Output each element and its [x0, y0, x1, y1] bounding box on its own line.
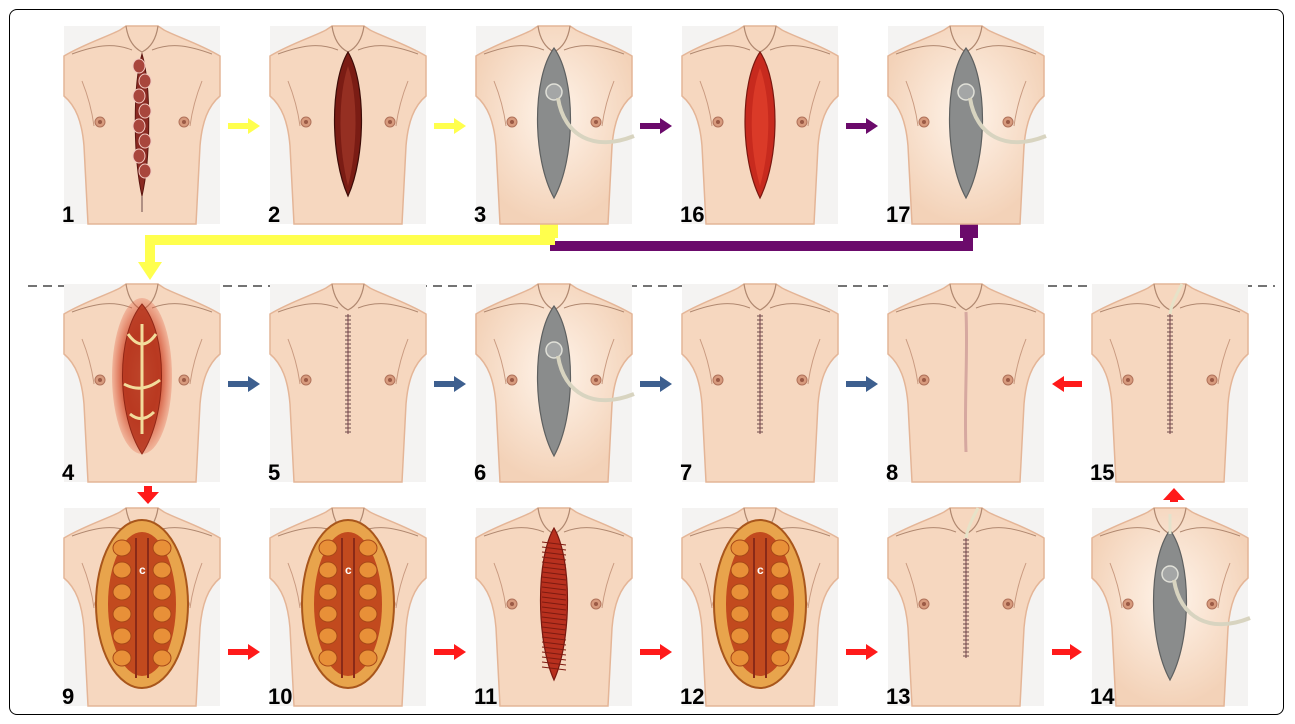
svg-text:c: c	[345, 563, 352, 577]
arrow-7-to-8	[846, 376, 878, 392]
svg-text:c: c	[139, 563, 146, 577]
step-panel-5: 5	[268, 284, 426, 485]
step-number-label: 4	[62, 460, 75, 485]
step-number-label: 2	[268, 202, 280, 227]
arrow-16-to-17	[846, 118, 878, 134]
arrow-6-to-7	[640, 376, 672, 392]
svg-text:c: c	[757, 563, 764, 577]
step-number-label: 1	[62, 202, 74, 227]
step-number-label: 9	[62, 684, 74, 709]
arrow-4-to-5	[228, 376, 260, 392]
step-panel-9: c9	[62, 508, 220, 709]
step-number-label: 6	[474, 460, 486, 485]
step-panel-12: c 12	[680, 508, 838, 709]
step-number-label: 16	[680, 202, 704, 227]
step-panel-7: 7	[680, 284, 838, 485]
step-panel-13: 13	[886, 508, 1044, 709]
step-number-label: 15	[1090, 460, 1114, 485]
step-panel-17: 17	[886, 26, 1046, 227]
arrow-9-to-10	[228, 644, 260, 660]
step-panel-14: 14	[1090, 508, 1250, 709]
arrow-14-to-15	[1163, 488, 1185, 502]
arrow-5-to-6	[434, 376, 466, 392]
step-number-label: 5	[268, 460, 280, 485]
arrow-2-to-3	[434, 118, 466, 134]
step-number-label: 10	[268, 684, 292, 709]
arrow-3-to-16	[640, 118, 672, 134]
wound-healed-scar	[965, 312, 966, 452]
step-number-label: 8	[886, 460, 898, 485]
arrow-12-to-13	[846, 644, 878, 660]
step-panel-3: 3	[474, 26, 634, 227]
step-panel-1: 1	[62, 26, 220, 227]
arrowhead-into-4	[138, 262, 162, 280]
wound-inflamed-wound	[112, 298, 172, 454]
step-number-label: 17	[886, 202, 910, 227]
step-number-label: 3	[474, 202, 486, 227]
connector-17-to-4	[550, 224, 968, 246]
arrow-11-to-12	[640, 644, 672, 660]
wound-open-chest: c	[714, 520, 806, 688]
step-panel-8: 8	[886, 284, 1044, 485]
step-panel-4: 4	[62, 284, 220, 485]
step-panel-2: 2	[268, 26, 426, 227]
step-panel-15: 15	[1090, 284, 1248, 485]
step-panel-6: 6	[474, 284, 634, 485]
arrow-13-to-14	[1052, 644, 1082, 660]
arrow-15-to-8	[1052, 376, 1082, 392]
step-number-label: 12	[680, 684, 704, 709]
wound-open-chest: c	[96, 520, 188, 688]
step-number-label: 14	[1090, 684, 1115, 709]
step-panel-11: 11	[474, 508, 632, 709]
step-number-label: 7	[680, 460, 692, 485]
step-panel-16: 16	[680, 26, 838, 227]
step-panel-10: c 10	[268, 508, 426, 709]
arrow-10-to-11	[434, 644, 466, 660]
arrow-4-to-9	[137, 486, 159, 504]
wound-open-chest: c	[302, 520, 394, 688]
connector-3-to-4	[150, 224, 550, 264]
step-number-label: 11	[474, 684, 497, 709]
arrow-1-to-2	[228, 118, 260, 134]
step-number-label: 13	[886, 684, 910, 709]
